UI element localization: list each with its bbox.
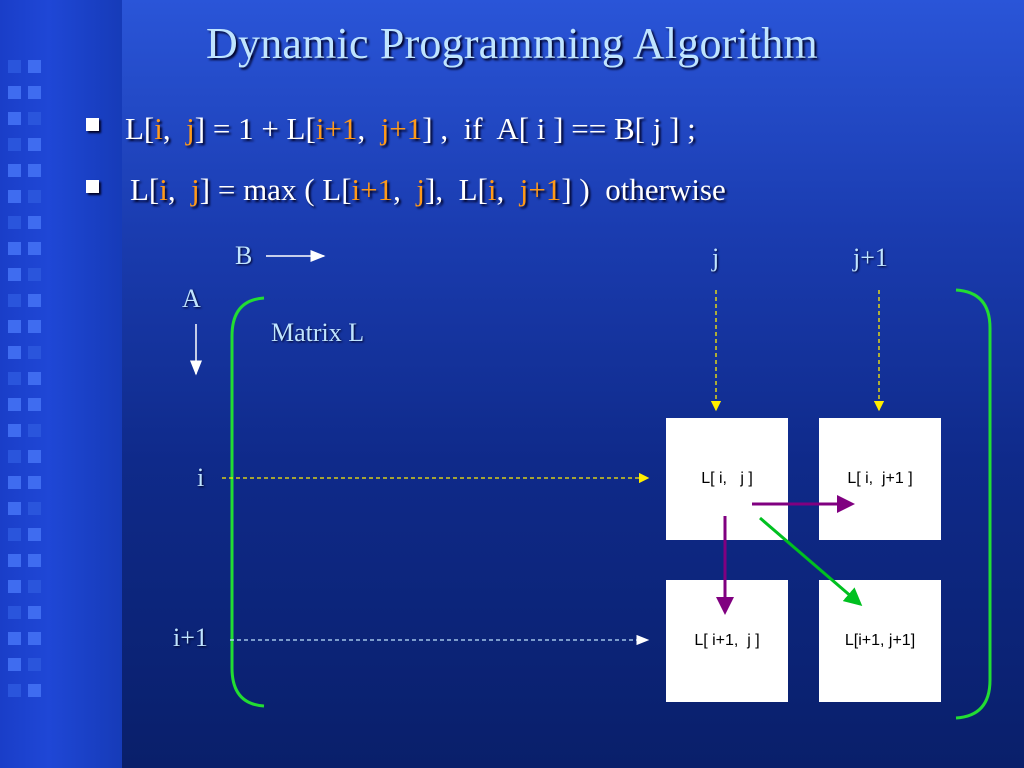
decorative-square xyxy=(8,528,21,541)
decorative-square xyxy=(8,242,21,255)
formula-text: , xyxy=(496,172,520,207)
decorative-square xyxy=(28,86,41,99)
formula-variable: j+1 xyxy=(519,172,562,207)
decorative-square xyxy=(8,346,21,359)
decorative-square xyxy=(28,138,41,151)
formula-text: , xyxy=(162,111,187,146)
decorative-square xyxy=(8,606,21,619)
decorative-square xyxy=(28,554,41,567)
formula-text: L[ xyxy=(130,172,160,207)
decorative-square xyxy=(28,450,41,463)
decorative-square xyxy=(28,424,41,437)
decorative-square xyxy=(28,164,41,177)
bullet-marker-2 xyxy=(86,180,99,193)
decorative-square xyxy=(28,268,41,281)
bullet-formula-equal: L[i, j] = 1 + L[i+1, j+1] , if A[ i ] ==… xyxy=(125,111,696,147)
formula-text: ] , if A[ i ] == B[ j ] ; xyxy=(422,111,696,146)
matrix-cell-i1-j: L[ i+1, j ] xyxy=(666,580,788,702)
formula-text: ] = max ( L[ xyxy=(199,172,352,207)
formula-variable: i+1 xyxy=(351,172,394,207)
label-column-j: j xyxy=(712,243,720,272)
decorative-side-panel xyxy=(0,0,122,768)
bullet-marker-1 xyxy=(86,118,99,131)
matrix-right-bracket xyxy=(955,288,992,720)
decorative-square xyxy=(28,658,41,671)
label-row-i: i xyxy=(197,463,205,492)
label-a: A xyxy=(182,284,201,313)
decorative-square xyxy=(8,138,21,151)
decorative-square xyxy=(8,320,21,333)
decorative-square xyxy=(8,60,21,73)
decorative-square xyxy=(8,294,21,307)
decorative-square xyxy=(8,86,21,99)
label-matrix-l: Matrix L xyxy=(271,318,365,347)
decorative-square xyxy=(28,346,41,359)
decorative-square xyxy=(28,684,41,697)
decorative-square xyxy=(8,190,21,203)
formula-text: , xyxy=(357,111,381,146)
formula-text: , xyxy=(167,172,192,207)
decorative-square xyxy=(8,450,21,463)
label-row-i1: i+1 xyxy=(173,623,208,652)
decorative-square xyxy=(28,606,41,619)
matrix-left-bracket xyxy=(230,296,265,708)
decorative-square xyxy=(28,372,41,385)
decorative-square xyxy=(28,216,41,229)
formula-variable: j xyxy=(186,111,195,146)
formula-variable: j xyxy=(191,172,200,207)
formula-variable: j+1 xyxy=(380,111,423,146)
decorative-square xyxy=(8,502,21,515)
decorative-square xyxy=(28,476,41,489)
formula-variable: j xyxy=(416,172,426,207)
decorative-square xyxy=(28,320,41,333)
decorative-square xyxy=(28,502,41,515)
decorative-square xyxy=(28,60,41,73)
decorative-square xyxy=(8,268,21,281)
decorative-square xyxy=(8,554,21,567)
matrix-cell-i-j1: L[ i, j+1 ] xyxy=(819,418,941,540)
decorative-square xyxy=(8,684,21,697)
decorative-square xyxy=(8,476,21,489)
formula-text: ] ) otherwise xyxy=(561,172,726,207)
decorative-square xyxy=(28,190,41,203)
matrix-cell-i1-j1: L[i+1, j+1] xyxy=(819,580,941,702)
decorative-square xyxy=(8,424,21,437)
matrix-cell-i-j: L[ i, j ] xyxy=(666,418,788,540)
formula-variable: i xyxy=(154,111,163,146)
decorative-square xyxy=(28,242,41,255)
decorative-square xyxy=(8,580,21,593)
decorative-square xyxy=(28,580,41,593)
decorative-square xyxy=(8,216,21,229)
label-column-j1: j+1 xyxy=(853,243,888,272)
bullet-formula-otherwise: L[i, j] = max ( L[i+1, j], L[i, j+1] ) o… xyxy=(130,172,726,208)
decorative-square xyxy=(8,112,21,125)
decorative-square xyxy=(8,632,21,645)
decorative-square xyxy=(28,632,41,645)
decorative-square xyxy=(28,294,41,307)
decorative-square xyxy=(28,528,41,541)
formula-variable: i xyxy=(487,172,497,207)
decorative-square xyxy=(28,112,41,125)
decorative-square xyxy=(8,658,21,671)
formula-text: ] = 1 + L[ xyxy=(194,111,316,146)
slide-title: Dynamic Programming Algorithm xyxy=(206,19,818,68)
formula-text: ], L[ xyxy=(425,172,488,207)
decorative-square xyxy=(8,164,21,177)
formula-variable: i+1 xyxy=(315,111,358,146)
decorative-square xyxy=(8,372,21,385)
formula-variable: i xyxy=(159,172,168,207)
label-b: B xyxy=(235,241,253,270)
decorative-square xyxy=(8,398,21,411)
formula-text: L[ xyxy=(125,111,155,146)
decorative-square xyxy=(28,398,41,411)
arrow-diagonal-green xyxy=(759,516,863,606)
formula-text: , xyxy=(393,172,417,207)
